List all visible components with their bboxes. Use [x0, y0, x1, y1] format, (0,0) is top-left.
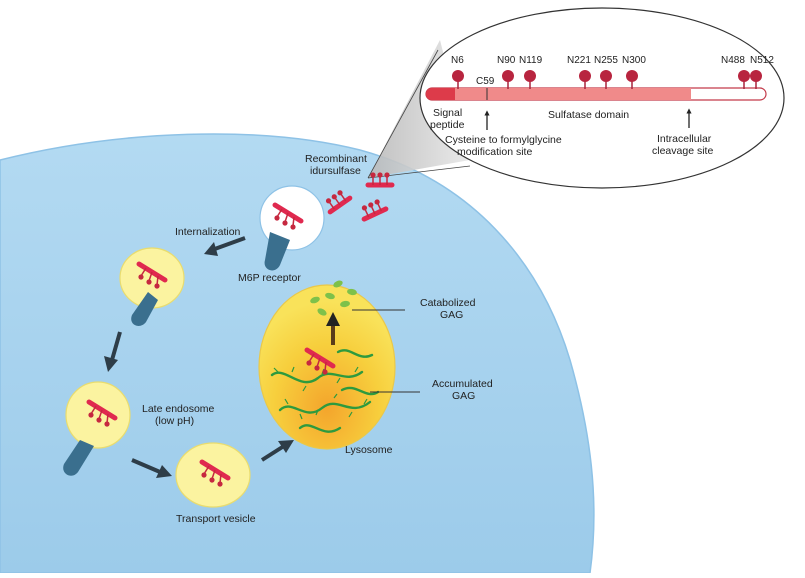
- late-endosome-label-2: (low pH): [155, 415, 194, 427]
- cysteine-label-1: Cysteine to formylglycine: [445, 134, 562, 146]
- catabolized-gag-fragments: [310, 280, 357, 316]
- catabolized-label-2: GAG: [440, 309, 463, 321]
- signal-peptide-segment: [426, 88, 460, 100]
- glycosylation-site-n255: N255: [594, 55, 618, 89]
- cleavage-label-2: cleavage site: [652, 145, 713, 157]
- internalization-label: Internalization: [175, 226, 241, 238]
- trafficking-arrow-1: [110, 331, 122, 361]
- accumulated-label-2: GAG: [452, 390, 475, 402]
- trafficking-arrow-2: [131, 458, 161, 474]
- m6p-receptor-label: M6P receptor: [238, 272, 301, 284]
- glycosylation-site-n6: N6: [451, 55, 464, 89]
- protein-domain-map: [425, 87, 767, 101]
- lysosome-label: Lysosome: [345, 444, 393, 456]
- glycosylation-site-label: N221: [567, 55, 591, 66]
- trafficking-arrow-3: [260, 444, 286, 462]
- cleavage-label-1: Intracellular: [657, 133, 712, 145]
- sulfatase-domain-label: Sulfatase domain: [548, 109, 629, 121]
- transport-vesicle-label: Transport vesicle: [176, 513, 256, 525]
- glycosylation-site-label: N6: [451, 55, 464, 66]
- m6p-receptor: [264, 232, 290, 271]
- signal-peptide-label-1: Signal: [433, 107, 462, 119]
- glycosylation-site-label: N512: [750, 55, 774, 66]
- accumulated-gag-strands: [270, 349, 380, 433]
- sulfatase-domain-segment: [455, 88, 691, 100]
- glycosylation-site-n488: N488: [721, 55, 750, 89]
- internalization-arrow: [211, 236, 246, 252]
- recombinant-label-1: Recombinant: [305, 153, 367, 165]
- glycosylation-site-label: N90: [497, 55, 516, 66]
- late-endosome-label-1: Late endosome: [142, 403, 215, 415]
- c59-label: C59: [476, 76, 495, 87]
- endosome-receptor: [63, 440, 94, 476]
- glycosylation-site-n221: N221: [567, 55, 591, 89]
- glycosylation-site-label: N488: [721, 55, 745, 66]
- glycosylation-site-label: N119: [519, 55, 543, 66]
- glycosylation-site-label: N255: [594, 55, 618, 66]
- accumulated-label-1: Accumulated: [432, 378, 493, 390]
- glycosylation-site-n90: N90: [497, 55, 516, 89]
- glycosylation-site-label: N300: [622, 55, 646, 66]
- late-endosome: [65, 381, 131, 449]
- glycosylation-site-n119: N119: [519, 55, 543, 89]
- catabolized-label-1: Catabolized: [420, 297, 476, 309]
- signal-peptide-label-2: peptide: [430, 119, 465, 131]
- vesicle-receptor: [131, 292, 158, 326]
- glycosylation-site-n512: N512: [750, 55, 774, 89]
- recombinant-label-2: idursulfase: [310, 165, 361, 177]
- glycosylation-site-n300: N300: [622, 55, 646, 89]
- cysteine-label-2: modification site: [457, 146, 532, 158]
